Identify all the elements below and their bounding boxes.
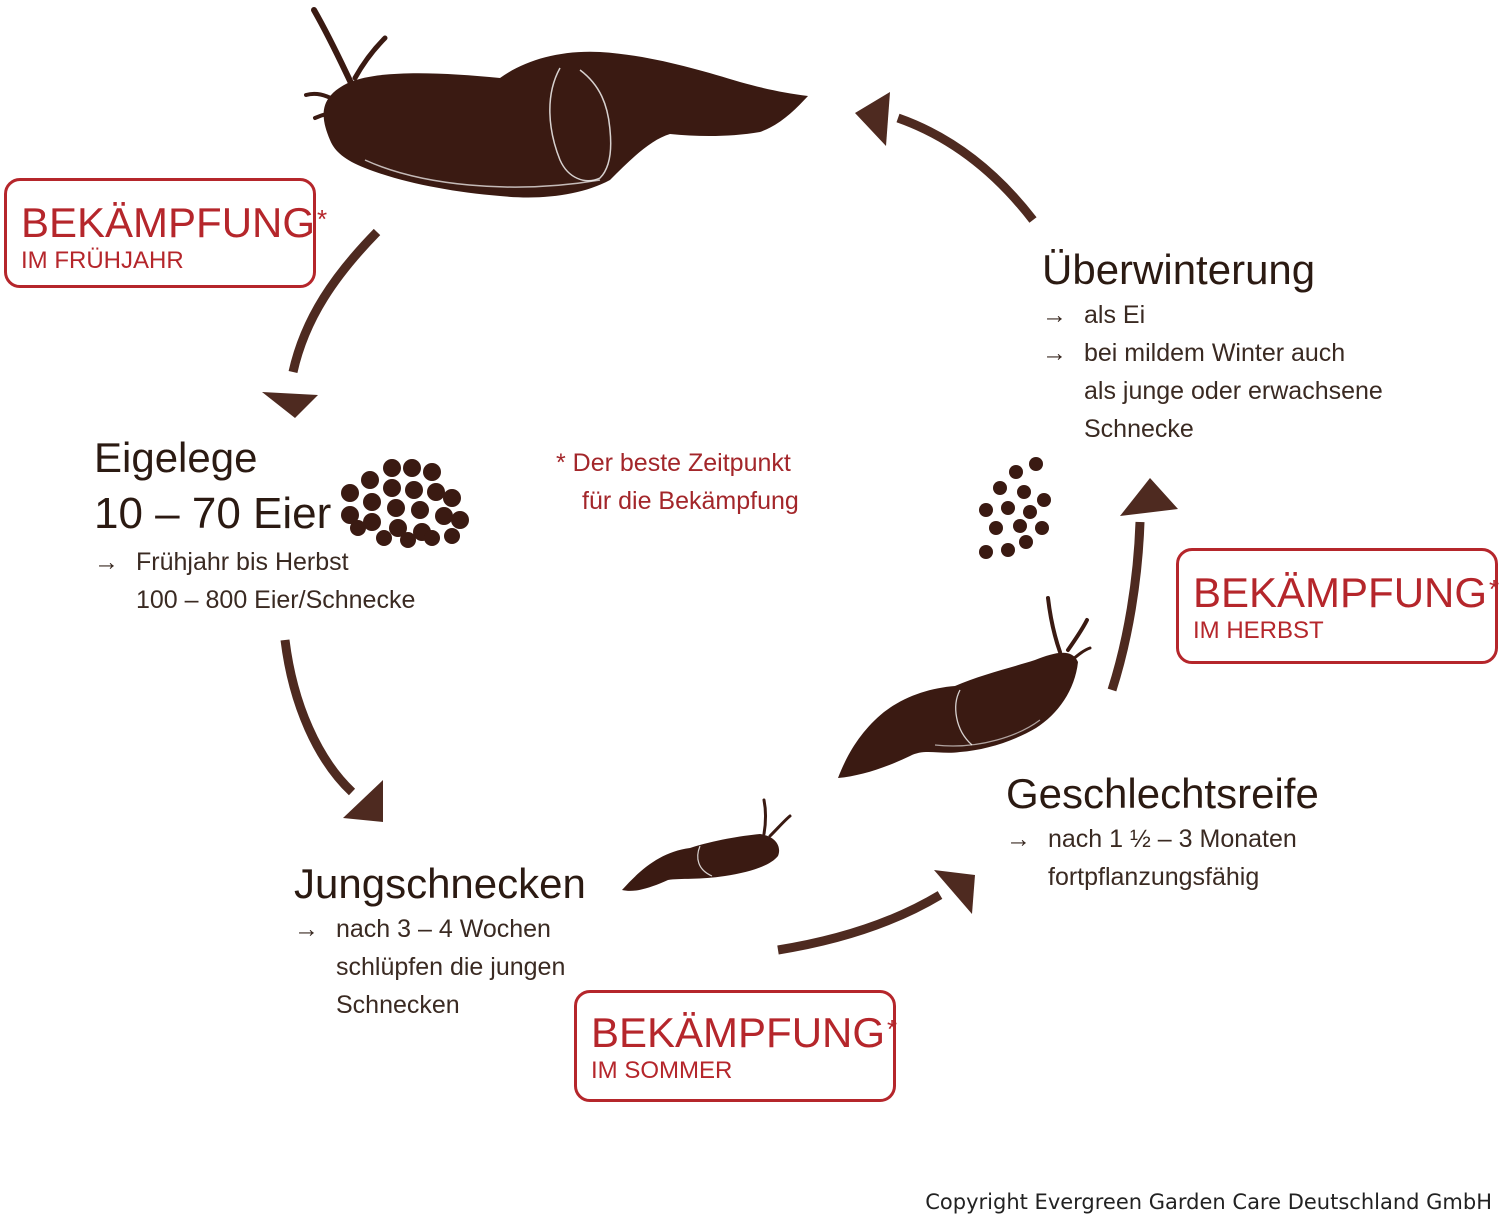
stage-title: Jungschnecken <box>294 860 586 907</box>
arrowhead-overwintering <box>1120 478 1178 516</box>
cycle-arrows <box>280 113 1145 955</box>
arrow-juvenile-to-maturity <box>777 891 943 955</box>
note-line: für die Bekämpfung <box>582 487 799 515</box>
description-line: →nach 3 – 4 Wochen <box>294 910 586 948</box>
control-box-asterisk: * <box>317 204 328 234</box>
description-line: Schnecken <box>336 991 460 1020</box>
control-box-asterisk: * <box>887 1014 898 1044</box>
mature-slug-icon <box>838 596 1092 778</box>
arrowhead-adult <box>855 92 890 146</box>
adult-slug-icon <box>304 7 808 198</box>
stage-title: Eigelege <box>94 434 258 481</box>
control-box-season: IM FRÜHJAHR <box>21 247 184 274</box>
egg-cluster-small-icon <box>979 457 1051 559</box>
description-line: schlüpfen die jungen <box>336 953 566 982</box>
note-line: * Der beste Zeitpunkt <box>556 449 791 477</box>
stage-geschlechtsreife: Geschlechtsreife →nach 1 ½ – 3 Monaten f… <box>1006 770 1319 896</box>
description-line: →als Ei <box>1042 296 1383 334</box>
description-line: fortpflanzungsfähig <box>1048 863 1260 892</box>
description-line: 100 – 800 Eier/Schnecke <box>136 586 416 615</box>
arrow-overwintering-to-adult <box>896 113 1037 223</box>
stage-title: Überwinterung <box>1042 246 1316 293</box>
stage-eigelege: Eigelege 10 – 70 Eier →Frühjahr bis Herb… <box>94 434 415 619</box>
copyright-text: Copyright Evergreen Garden Care Deutschl… <box>925 1190 1492 1214</box>
stage-subtitle: 10 – 70 Eier <box>94 489 332 539</box>
control-box-title: BEKÄMPFUNG <box>21 199 316 246</box>
control-box-season: IM SOMMER <box>591 1057 733 1084</box>
stage-jungschnecken: Jungschnecken →nach 3 – 4 Wochen schlüpf… <box>294 860 586 1024</box>
arrow-right-icon: → <box>1042 301 1067 330</box>
arrow-right-icon: → <box>1042 339 1067 368</box>
arrowhead-maturity <box>934 870 975 914</box>
description-line: →bei mildem Winter auch <box>1042 334 1383 372</box>
control-box-autumn: BEKÄMPFUNG* IM HERBST <box>1176 548 1500 664</box>
stage-description: →als Ei →bei mildem Winter auch als jung… <box>1042 296 1383 448</box>
control-box-asterisk: * <box>1489 574 1500 604</box>
stage-title: Geschlechtsreife <box>1006 770 1319 817</box>
arrowhead-eggs <box>262 392 318 418</box>
best-time-note: * Der beste Zeitpunkt für die Bekämpfung <box>556 444 799 520</box>
arrow-maturity-to-overwintering <box>1107 521 1145 692</box>
control-box-season: IM HERBST <box>1193 617 1324 644</box>
juvenile-slug-icon <box>622 798 792 891</box>
stage-description: →nach 1 ½ – 3 Monaten fortpflanzungsfähi… <box>1006 820 1319 896</box>
arrow-right-icon: → <box>94 548 119 577</box>
arrow-right-icon: → <box>294 915 319 944</box>
stage-ueberwinterung: Überwinterung →als Ei →bei mildem Winter… <box>1042 246 1383 448</box>
control-box-title: BEKÄMPFUNG <box>1193 569 1488 616</box>
stage-description: →Frühjahr bis Herbst 100 – 800 Eier/Schn… <box>94 543 415 619</box>
egg-cluster-large-icon <box>341 459 469 548</box>
control-box-title: BEKÄMPFUNG <box>591 1009 886 1056</box>
control-box-summer: BEKÄMPFUNG* IM SOMMER <box>574 990 898 1102</box>
description-line: →nach 1 ½ – 3 Monaten <box>1006 820 1319 858</box>
arrow-eggs-to-juvenile <box>280 639 356 796</box>
arrow-adult-to-eggs <box>288 228 381 373</box>
description-line: →Frühjahr bis Herbst <box>94 543 415 581</box>
arrow-right-icon: → <box>1006 825 1031 854</box>
control-box-spring: BEKÄMPFUNG* IM FRÜHJAHR <box>4 178 327 288</box>
description-line: Schnecke <box>1084 415 1194 444</box>
description-line: als junge oder erwachsene <box>1084 377 1383 406</box>
stage-description: →nach 3 – 4 Wochen schlüpfen die jungen … <box>294 910 586 1024</box>
arrowhead-juvenile <box>343 780 383 822</box>
